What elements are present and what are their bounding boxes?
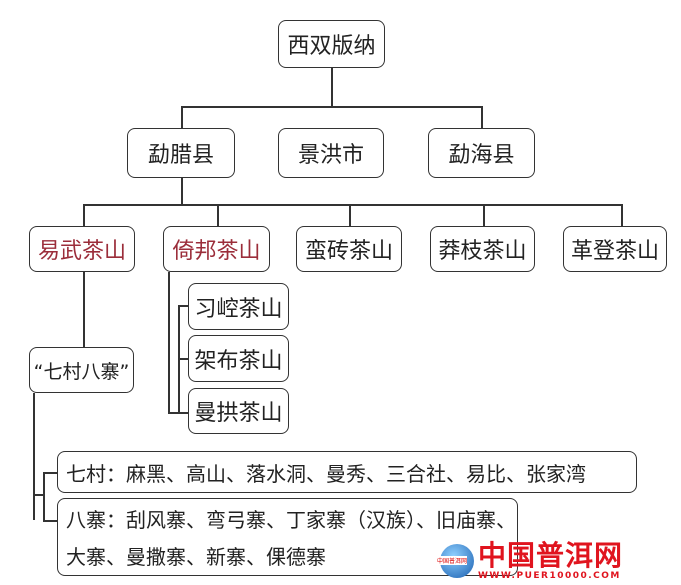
globe-logo-icon: 中国普洱网 [437,544,474,578]
node-sub-mountain: 习崆茶山 [188,283,289,330]
node-mountain: 革登茶山 [563,226,667,272]
connector [181,106,482,108]
connector [481,106,483,128]
connector [483,204,485,226]
connector [168,412,188,414]
node-county: 勐海县 [428,128,535,178]
connector [168,272,170,412]
node-sub-mountain: 曼拱茶山 [188,388,289,434]
node-mountain: 倚邦茶山 [163,226,270,272]
connector [349,204,351,226]
bazhai-line-1: 八寨：刮风寨、弯弓寨、丁家寨（汉族）、旧庙寨、 [66,508,516,532]
connector [83,204,622,206]
connector [181,178,183,204]
watermark-title: 中国普洱网 [478,539,624,572]
connector [178,305,188,307]
watermark: 中国普洱网 中国普洱网 WWW.PUER10000.COM [437,539,624,581]
connector [43,472,45,520]
node-qicun: 七村：麻黑、高山、落水洞、曼秀、三合社、易比、张家湾 [57,451,637,493]
connector [33,494,43,496]
node-sub-mountain: 架布茶山 [188,335,289,382]
connector [43,472,57,474]
node-qicun-bazhai: “七村八寨” [29,347,134,393]
node-county: 勐腊县 [127,128,235,178]
connector [178,358,188,360]
node-mountain: 蛮砖茶山 [296,226,402,272]
connector [331,68,333,106]
node-mountain: 莽枝茶山 [430,226,535,272]
connector [33,393,35,520]
node-county: 景洪市 [278,128,384,178]
node-root: 西双版纳 [278,20,385,68]
connector [217,204,219,226]
connector [83,272,85,347]
watermark-url: WWW.PUER10000.COM [478,571,621,581]
connector [43,520,57,522]
node-mountain: 易武茶山 [29,226,135,272]
connector [83,204,85,226]
bazhai-line-2: 大寨、曼撒寨、新寨、倮德寨 [66,545,326,569]
connector [621,204,623,226]
connector [181,106,183,128]
